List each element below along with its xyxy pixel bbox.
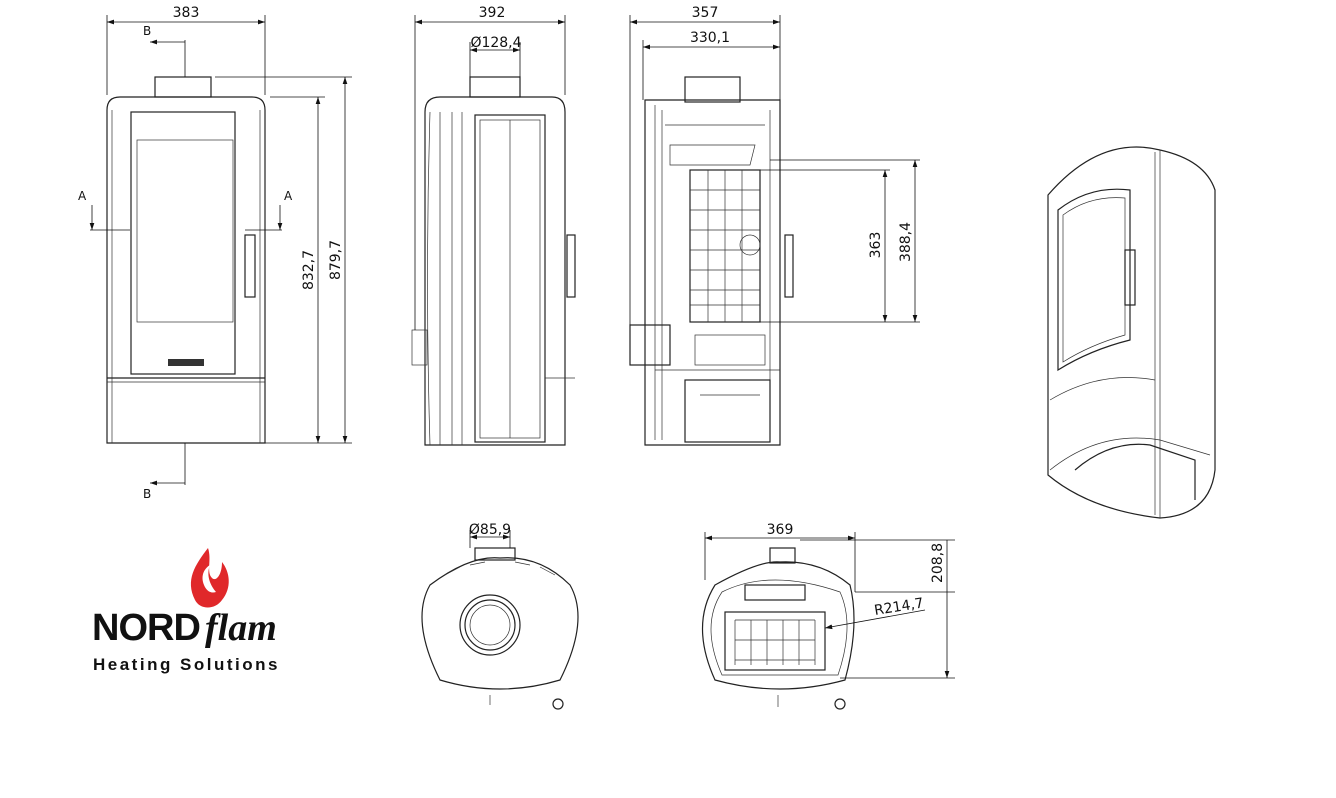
dim-depth: 357 xyxy=(692,5,719,21)
flame-icon xyxy=(190,548,229,608)
section-a-right: A xyxy=(284,189,293,203)
dim-width: 383 xyxy=(173,5,200,21)
isometric-view xyxy=(1047,146,1216,519)
dim-top-flue-diameter: Ø85,9 xyxy=(469,522,511,538)
dim-inner-depth: 330,1 xyxy=(690,30,730,46)
section-b-bottom: B xyxy=(143,487,151,501)
dim-plan-offset: 208,8 xyxy=(930,543,946,583)
logo-brand-bold: NORD xyxy=(92,607,200,649)
top-view: Ø85,9 xyxy=(421,522,579,710)
side-view: 392 Ø128,4 xyxy=(411,5,576,446)
dim-height-total: 879,7 xyxy=(328,240,344,280)
logo-tagline: Heating Solutions xyxy=(93,655,280,674)
badge-logo xyxy=(168,359,204,366)
nordflam-logo: NORD flam Heating Solutions xyxy=(92,548,280,674)
dim-plan-width: 369 xyxy=(767,522,794,538)
dim-inner-height: 363 xyxy=(868,232,884,259)
dim-flue-diameter: Ø128,4 xyxy=(470,35,521,51)
front-view: 383 832,7 879,7 A A B B xyxy=(78,5,352,501)
dim-side-width: 392 xyxy=(479,5,506,21)
logo-brand-italic: flam xyxy=(205,607,277,649)
section-a-left: A xyxy=(78,189,87,203)
dim-outer-height: 388,4 xyxy=(898,222,914,262)
plan-section-view: 369 208,8 R214,7 xyxy=(702,522,955,710)
section-view: 357 330,1 363 388,4 xyxy=(629,5,920,446)
section-b-top: B xyxy=(143,24,151,38)
firebrick-grid xyxy=(689,169,761,323)
dim-height-body: 832,7 xyxy=(301,250,317,290)
dim-radius: R214,7 xyxy=(873,595,925,619)
